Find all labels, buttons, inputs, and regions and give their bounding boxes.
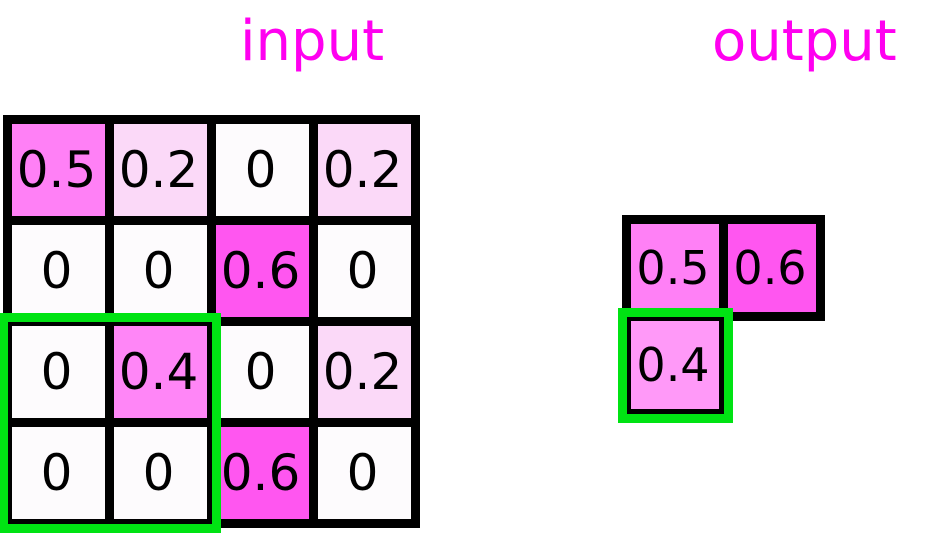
grid-line-h — [105, 418, 216, 427]
grid-line-v — [411, 317, 420, 427]
grid-line-v — [411, 115, 420, 225]
input-cell-r1-c2: 0.6 — [216, 225, 309, 317]
grid-line-h — [309, 317, 420, 326]
input-value-r0-c3: 0.2 — [322, 141, 403, 199]
input-value-r3-c2: 0.6 — [220, 444, 301, 502]
grid-line-v — [719, 215, 728, 321]
input-panel-title: input — [240, 9, 385, 74]
input-cell-r2-c3: 0.2 — [318, 326, 411, 418]
grid-line-v — [105, 418, 114, 528]
output-cell-r0-c1: 0.6 — [728, 224, 816, 312]
grid-line-v — [105, 216, 114, 326]
grid-line-h — [105, 115, 216, 124]
grid-line-h — [3, 216, 114, 225]
grid-line-h — [719, 312, 825, 321]
input-cell-r2-c2: 0 — [216, 326, 309, 418]
grid-line-h — [105, 216, 216, 225]
grid-line-h — [3, 115, 114, 124]
input-value-r3-c1: 0 — [142, 444, 175, 502]
grid-line-v — [411, 418, 420, 528]
grid-line-h — [207, 115, 318, 124]
input-cell-r1-c1: 0 — [114, 225, 207, 317]
grid-line-v — [309, 216, 318, 326]
grid-line-v — [309, 418, 318, 528]
grid-line-v — [105, 317, 114, 427]
grid-line-v — [207, 115, 216, 225]
grid-line-v — [816, 215, 825, 321]
grid-line-h — [207, 216, 318, 225]
input-value-r1-c3: 0 — [346, 242, 379, 300]
grid-line-v — [3, 115, 12, 225]
grid-line-h — [309, 519, 420, 528]
grid-line-h — [3, 519, 114, 528]
input-value-r0-c2: 0 — [244, 141, 277, 199]
grid-line-h — [207, 418, 318, 427]
input-value-r3-c3: 0 — [346, 444, 379, 502]
grid-line-v — [719, 312, 728, 418]
input-cell-r1-c0: 0 — [12, 225, 105, 317]
grid-line-v — [309, 317, 318, 427]
grid-line-h — [622, 312, 728, 321]
input-value-r1-c1: 0 — [142, 242, 175, 300]
grid-line-v — [3, 418, 12, 528]
grid-line-h — [309, 115, 420, 124]
input-grid: 0.5 0.2 0 0.2 0 0 0.6 0 0 0.4 0 0.2 0 0 0.6 0 — [0, 115, 420, 533]
input-value-r2-c0: 0 — [40, 343, 73, 401]
grid-line-v — [622, 215, 631, 321]
input-cell-r2-c0: 0 — [12, 326, 105, 418]
grid-line-h — [207, 519, 318, 528]
input-cell-r3-c0: 0 — [12, 427, 105, 519]
output-cell-r0-c0: 0.5 — [631, 224, 719, 312]
output-value-r0-c1: 0.6 — [733, 241, 807, 295]
input-value-r2-c2: 0 — [244, 343, 277, 401]
input-value-r1-c0: 0 — [40, 242, 73, 300]
grid-line-v — [622, 312, 631, 418]
input-value-r0-c0: 0.5 — [16, 141, 97, 199]
input-value-r2-c3: 0.2 — [322, 343, 403, 401]
grid-line-h — [3, 317, 114, 326]
grid-line-h — [622, 409, 728, 418]
grid-line-h — [105, 317, 216, 326]
grid-line-v — [411, 216, 420, 326]
input-cell-r3-c3: 0 — [318, 427, 411, 519]
grid-line-v — [309, 115, 318, 225]
grid-line-h — [105, 519, 216, 528]
grid-line-h — [207, 317, 318, 326]
grid-line-v — [207, 216, 216, 326]
grid-line-v — [105, 115, 114, 225]
input-cell-r0-c1: 0.2 — [114, 124, 207, 216]
grid-line-v — [3, 216, 12, 326]
output-value-r0-c0: 0.5 — [636, 241, 710, 295]
grid-line-h — [309, 418, 420, 427]
output-panel-title: output — [712, 9, 897, 74]
input-value-r0-c1: 0.2 — [118, 141, 199, 199]
grid-line-h — [719, 215, 825, 224]
grid-line-h — [309, 216, 420, 225]
output-value-r1-c0: 0.4 — [636, 338, 710, 392]
input-cell-r0-c0: 0.5 — [12, 124, 105, 216]
grid-line-v — [3, 317, 12, 427]
input-cell-r2-c1: 0.4 — [114, 326, 207, 418]
input-value-r3-c0: 0 — [40, 444, 73, 502]
input-cell-r1-c3: 0 — [318, 225, 411, 317]
input-cell-r3-c1: 0 — [114, 427, 207, 519]
output-grid: 0.5 0.6 0.4 — [617, 215, 832, 423]
input-cell-r0-c2: 0 — [216, 124, 309, 216]
input-value-r2-c1: 0.4 — [118, 343, 199, 401]
input-value-r1-c2: 0.6 — [220, 242, 301, 300]
grid-line-v — [207, 317, 216, 427]
grid-line-h — [622, 215, 728, 224]
grid-line-h — [3, 418, 114, 427]
output-cell-r1-c0: 0.4 — [631, 321, 719, 409]
input-cell-r0-c3: 0.2 — [318, 124, 411, 216]
grid-line-v — [207, 418, 216, 528]
input-cell-r3-c2: 0.6 — [216, 427, 309, 519]
